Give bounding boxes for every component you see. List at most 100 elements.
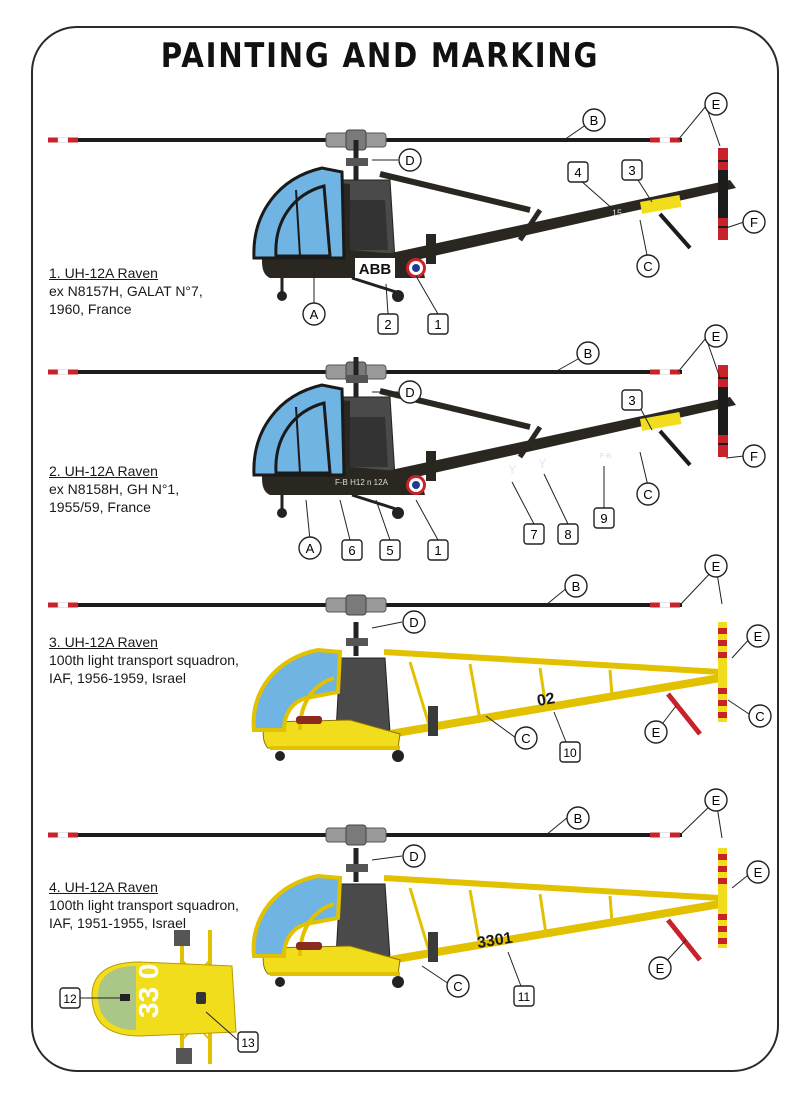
svg-text:B: B	[572, 579, 581, 594]
svg-text:E: E	[712, 329, 721, 344]
callout-B: B	[582, 108, 606, 132]
callout-B: B	[566, 806, 590, 830]
callout-2: 2	[377, 313, 399, 335]
callout-F: F	[742, 210, 766, 234]
svg-text:6: 6	[348, 543, 355, 558]
svg-text:11: 11	[518, 990, 531, 1004]
scheme-1-caption: 1. UH-12A Raven ex N8157H, GALAT N°7, 19…	[49, 264, 203, 318]
callout-6: 6	[341, 539, 363, 561]
svg-text:D: D	[409, 849, 418, 864]
callout-E: E	[746, 860, 770, 884]
scheme-2-fuselage-text: F-B H12 n 12A	[335, 478, 389, 487]
svg-text:8: 8	[564, 527, 571, 542]
svg-text:13: 13	[241, 1036, 255, 1050]
svg-text:1: 1	[434, 317, 441, 332]
svg-text:D: D	[405, 153, 414, 168]
svg-text:C: C	[521, 731, 530, 746]
scheme-1-name: 1. UH-12A Raven	[49, 265, 158, 281]
page-title: PAINTING AND MARKING	[160, 36, 600, 76]
callout-8: 8	[557, 523, 579, 545]
scheme-4-helicopter: 3301	[46, 823, 727, 988]
scheme-4-top-view: 33 01	[91, 930, 237, 1064]
scheme-4-line-2: IAF, 1951-1955, Israel	[49, 915, 186, 931]
svg-text:D: D	[409, 615, 418, 630]
callout-A: A	[302, 302, 326, 326]
svg-text:F: F	[750, 449, 758, 464]
scheme-2-helicopter: F-B H12 n 12A Y Y F-B	[46, 357, 736, 519]
scheme-3-line-2: IAF, 1956-1959, Israel	[49, 670, 186, 686]
callout-12: 12	[59, 987, 81, 1009]
callout-F: F	[742, 444, 766, 468]
svg-text:3: 3	[628, 163, 635, 178]
callout-E: E	[704, 92, 728, 116]
callout-3: 3	[621, 389, 643, 411]
svg-text:E: E	[712, 793, 721, 808]
svg-text:C: C	[453, 979, 462, 994]
svg-text:15·: 15·	[612, 208, 625, 218]
scheme-3-line-1: 100th light transport squadron,	[49, 652, 239, 668]
svg-text:1: 1	[434, 543, 441, 558]
callout-9: 9	[593, 507, 615, 529]
svg-text:A: A	[310, 307, 319, 322]
callout-C: C	[446, 974, 470, 998]
callout-E: E	[704, 324, 728, 348]
svg-text:E: E	[652, 725, 661, 740]
callouts: B E D 4 3 C F A 2 1 B E D 3 C F A 6 5 1 …	[59, 92, 772, 1053]
callout-1: 1	[427, 539, 449, 561]
svg-text:12: 12	[63, 992, 77, 1006]
svg-text:D: D	[405, 385, 414, 400]
callout-D: D	[402, 844, 426, 868]
svg-text:E: E	[712, 97, 721, 112]
callout-C: C	[748, 704, 772, 728]
leader-lines	[80, 105, 753, 1043]
page-border	[31, 26, 779, 1072]
svg-text:E: E	[754, 629, 763, 644]
svg-text:B: B	[584, 346, 593, 361]
svg-text:10: 10	[563, 746, 577, 760]
svg-text:A: A	[306, 541, 315, 556]
scheme-4-caption: 4. UH-12A Raven 100th light transport sq…	[49, 878, 239, 932]
svg-text:C: C	[643, 259, 652, 274]
scheme-4-code-mark: 3301	[476, 930, 514, 952]
scheme-3-code-mark: 02	[536, 690, 557, 710]
callout-E: E	[704, 788, 728, 812]
callout-5: 5	[379, 539, 401, 561]
scheme-2-line-1: ex N8158H, GH N°1,	[49, 481, 180, 497]
callout-D: D	[402, 610, 426, 634]
scheme-2-line-2: 1955/59, France	[49, 499, 151, 515]
callout-4: 4	[567, 161, 589, 183]
scheme-2-boom-mark-3: F-B	[600, 453, 612, 460]
scheme-1-line-2: 1960, France	[49, 301, 132, 317]
callout-3: 3	[621, 159, 643, 181]
svg-text:9: 9	[600, 511, 607, 526]
scheme-2-name: 2. UH-12A Raven	[49, 463, 158, 479]
callout-A: A	[298, 536, 322, 560]
scheme-1-code-mark: ABB	[359, 261, 392, 278]
callout-11: 11	[513, 985, 535, 1007]
callout-7: 7	[523, 523, 545, 545]
scheme-2-boom-mark-1: Y	[508, 462, 517, 477]
svg-text:B: B	[590, 113, 599, 128]
callout-E: E	[644, 720, 668, 744]
scheme-1-helicopter: ABB 15·	[46, 128, 736, 302]
callout-13: 13	[237, 1031, 259, 1053]
scheme-3-helicopter: 02	[46, 593, 727, 762]
scheme-4-top-view-code: 33 01	[133, 948, 164, 1018]
svg-text:3: 3	[628, 393, 635, 408]
svg-text:B: B	[574, 811, 583, 826]
scheme-2-caption: 2. UH-12A Raven ex N8158H, GH N°1, 1955/…	[49, 462, 179, 516]
scheme-2-boom-mark-2: Y	[538, 456, 547, 471]
svg-text:5: 5	[386, 543, 393, 558]
svg-text:C: C	[643, 487, 652, 502]
callout-B: B	[564, 574, 588, 598]
callout-D: D	[398, 380, 422, 404]
callout-C: C	[636, 482, 660, 506]
scheme-3-caption: 3. UH-12A Raven 100th light transport sq…	[49, 633, 239, 687]
callout-B: B	[576, 341, 600, 365]
scheme-4-line-1: 100th light transport squadron,	[49, 897, 239, 913]
callout-C: C	[636, 254, 660, 278]
svg-text:E: E	[656, 961, 665, 976]
callout-10: 10	[559, 741, 581, 763]
scheme-1-line-1: ex N8157H, GALAT N°7,	[49, 283, 203, 299]
